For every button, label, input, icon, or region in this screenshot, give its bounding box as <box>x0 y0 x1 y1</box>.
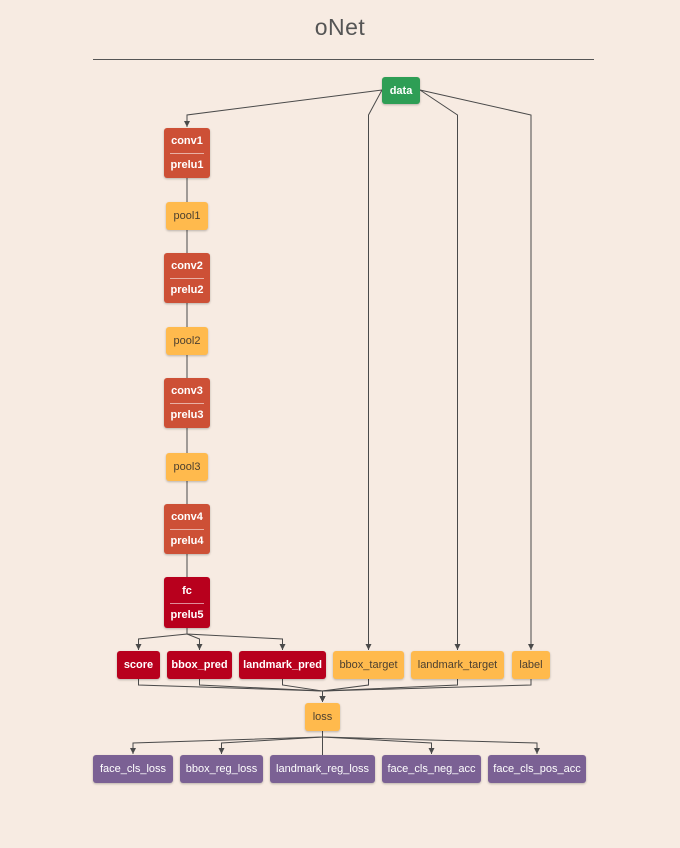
node-score[interactable]: score <box>117 651 160 679</box>
node-conv3-prelu3[interactable]: conv3 prelu3 <box>164 378 210 428</box>
node-loss[interactable]: loss <box>305 703 340 731</box>
edge-data-to-conv1 <box>184 89 383 127</box>
node-data[interactable]: data <box>382 77 420 104</box>
node-label: bbox_pred <box>171 659 228 671</box>
edge-fc-to-bbox_pred <box>186 628 203 650</box>
edge-loss-to-face_cls_pos_acc <box>322 731 540 754</box>
node-bbox-target[interactable]: bbox_target <box>333 651 404 679</box>
node-label: conv4 <box>171 511 203 523</box>
node-landmark-target[interactable]: landmark_target <box>411 651 504 679</box>
node-label: face_cls_loss <box>99 763 167 775</box>
node-label: conv3 <box>171 385 203 397</box>
node-conv1-prelu1[interactable]: conv1 prelu1 <box>164 128 210 178</box>
edge-data-to-bbox_target <box>365 89 383 650</box>
node-separator <box>170 529 204 530</box>
node-label: pool1 <box>173 210 201 222</box>
node-fc-prelu5[interactable]: fc prelu5 <box>164 577 210 628</box>
node-pool1[interactable]: pool1 <box>166 202 208 230</box>
edge-label-to-loss <box>319 679 532 702</box>
node-label: score <box>123 659 154 671</box>
page-title: oNet <box>314 14 366 40</box>
node-face-cls-pos-acc[interactable]: face_cls_pos_acc <box>488 755 586 783</box>
node-label: prelu5 <box>170 608 204 621</box>
node-label: prelu3 <box>170 409 204 421</box>
node-bbox-pred[interactable]: bbox_pred <box>167 651 232 679</box>
node-label: landmark_pred <box>243 659 322 671</box>
node-conv4-prelu4[interactable]: conv4 prelu4 <box>164 504 210 554</box>
node-separator <box>170 403 204 404</box>
edge-fc-to-score <box>135 628 188 650</box>
node-pool3[interactable]: pool3 <box>166 453 208 481</box>
node-label: prelu1 <box>170 159 204 171</box>
node-label: landmark_target <box>417 659 498 671</box>
node-label: bbox_target <box>339 659 398 671</box>
node-bbox-reg-loss[interactable]: bbox_reg_loss <box>180 755 263 783</box>
node-separator <box>170 278 204 279</box>
edge-loss-to-bbox_reg_loss <box>218 731 323 754</box>
node-label: prelu2 <box>170 284 204 296</box>
node-landmark-reg-loss[interactable]: landmark_reg_loss <box>270 755 375 783</box>
node-label: conv2 <box>171 260 203 272</box>
node-label: pool3 <box>173 461 201 473</box>
node-face-cls-loss[interactable]: face_cls_loss <box>93 755 173 783</box>
node-label: loss <box>312 711 333 723</box>
edge-fc-to-landmark_pred <box>186 628 286 650</box>
node-label: face_cls_neg_acc <box>387 763 476 775</box>
node-pool2[interactable]: pool2 <box>166 327 208 355</box>
node-label-input[interactable]: label <box>512 651 550 679</box>
edge-data-to-label <box>419 89 534 650</box>
node-conv2-prelu2[interactable]: conv2 prelu2 <box>164 253 210 303</box>
node-label: conv1 <box>171 135 203 147</box>
edge-loss-to-face_cls_neg_acc <box>322 731 435 754</box>
node-label: pool2 <box>173 335 201 347</box>
node-label: prelu4 <box>170 535 204 547</box>
node-separator <box>170 602 204 604</box>
node-face-cls-neg-acc[interactable]: face_cls_neg_acc <box>382 755 481 783</box>
node-label: bbox_reg_loss <box>185 763 258 775</box>
node-label: data <box>389 84 413 97</box>
node-label: landmark_reg_loss <box>276 763 369 775</box>
edge-bbox_pred-to-loss <box>199 679 326 702</box>
node-label: label <box>519 659 543 671</box>
node-label: face_cls_pos_acc <box>493 763 581 775</box>
title-divider <box>93 59 594 60</box>
node-separator <box>170 153 204 154</box>
edge-data-to-landmark_target <box>419 89 461 650</box>
edge-score-to-loss <box>138 679 326 702</box>
node-label: fc <box>182 584 192 597</box>
node-landmark-pred[interactable]: landmark_pred <box>239 651 326 679</box>
